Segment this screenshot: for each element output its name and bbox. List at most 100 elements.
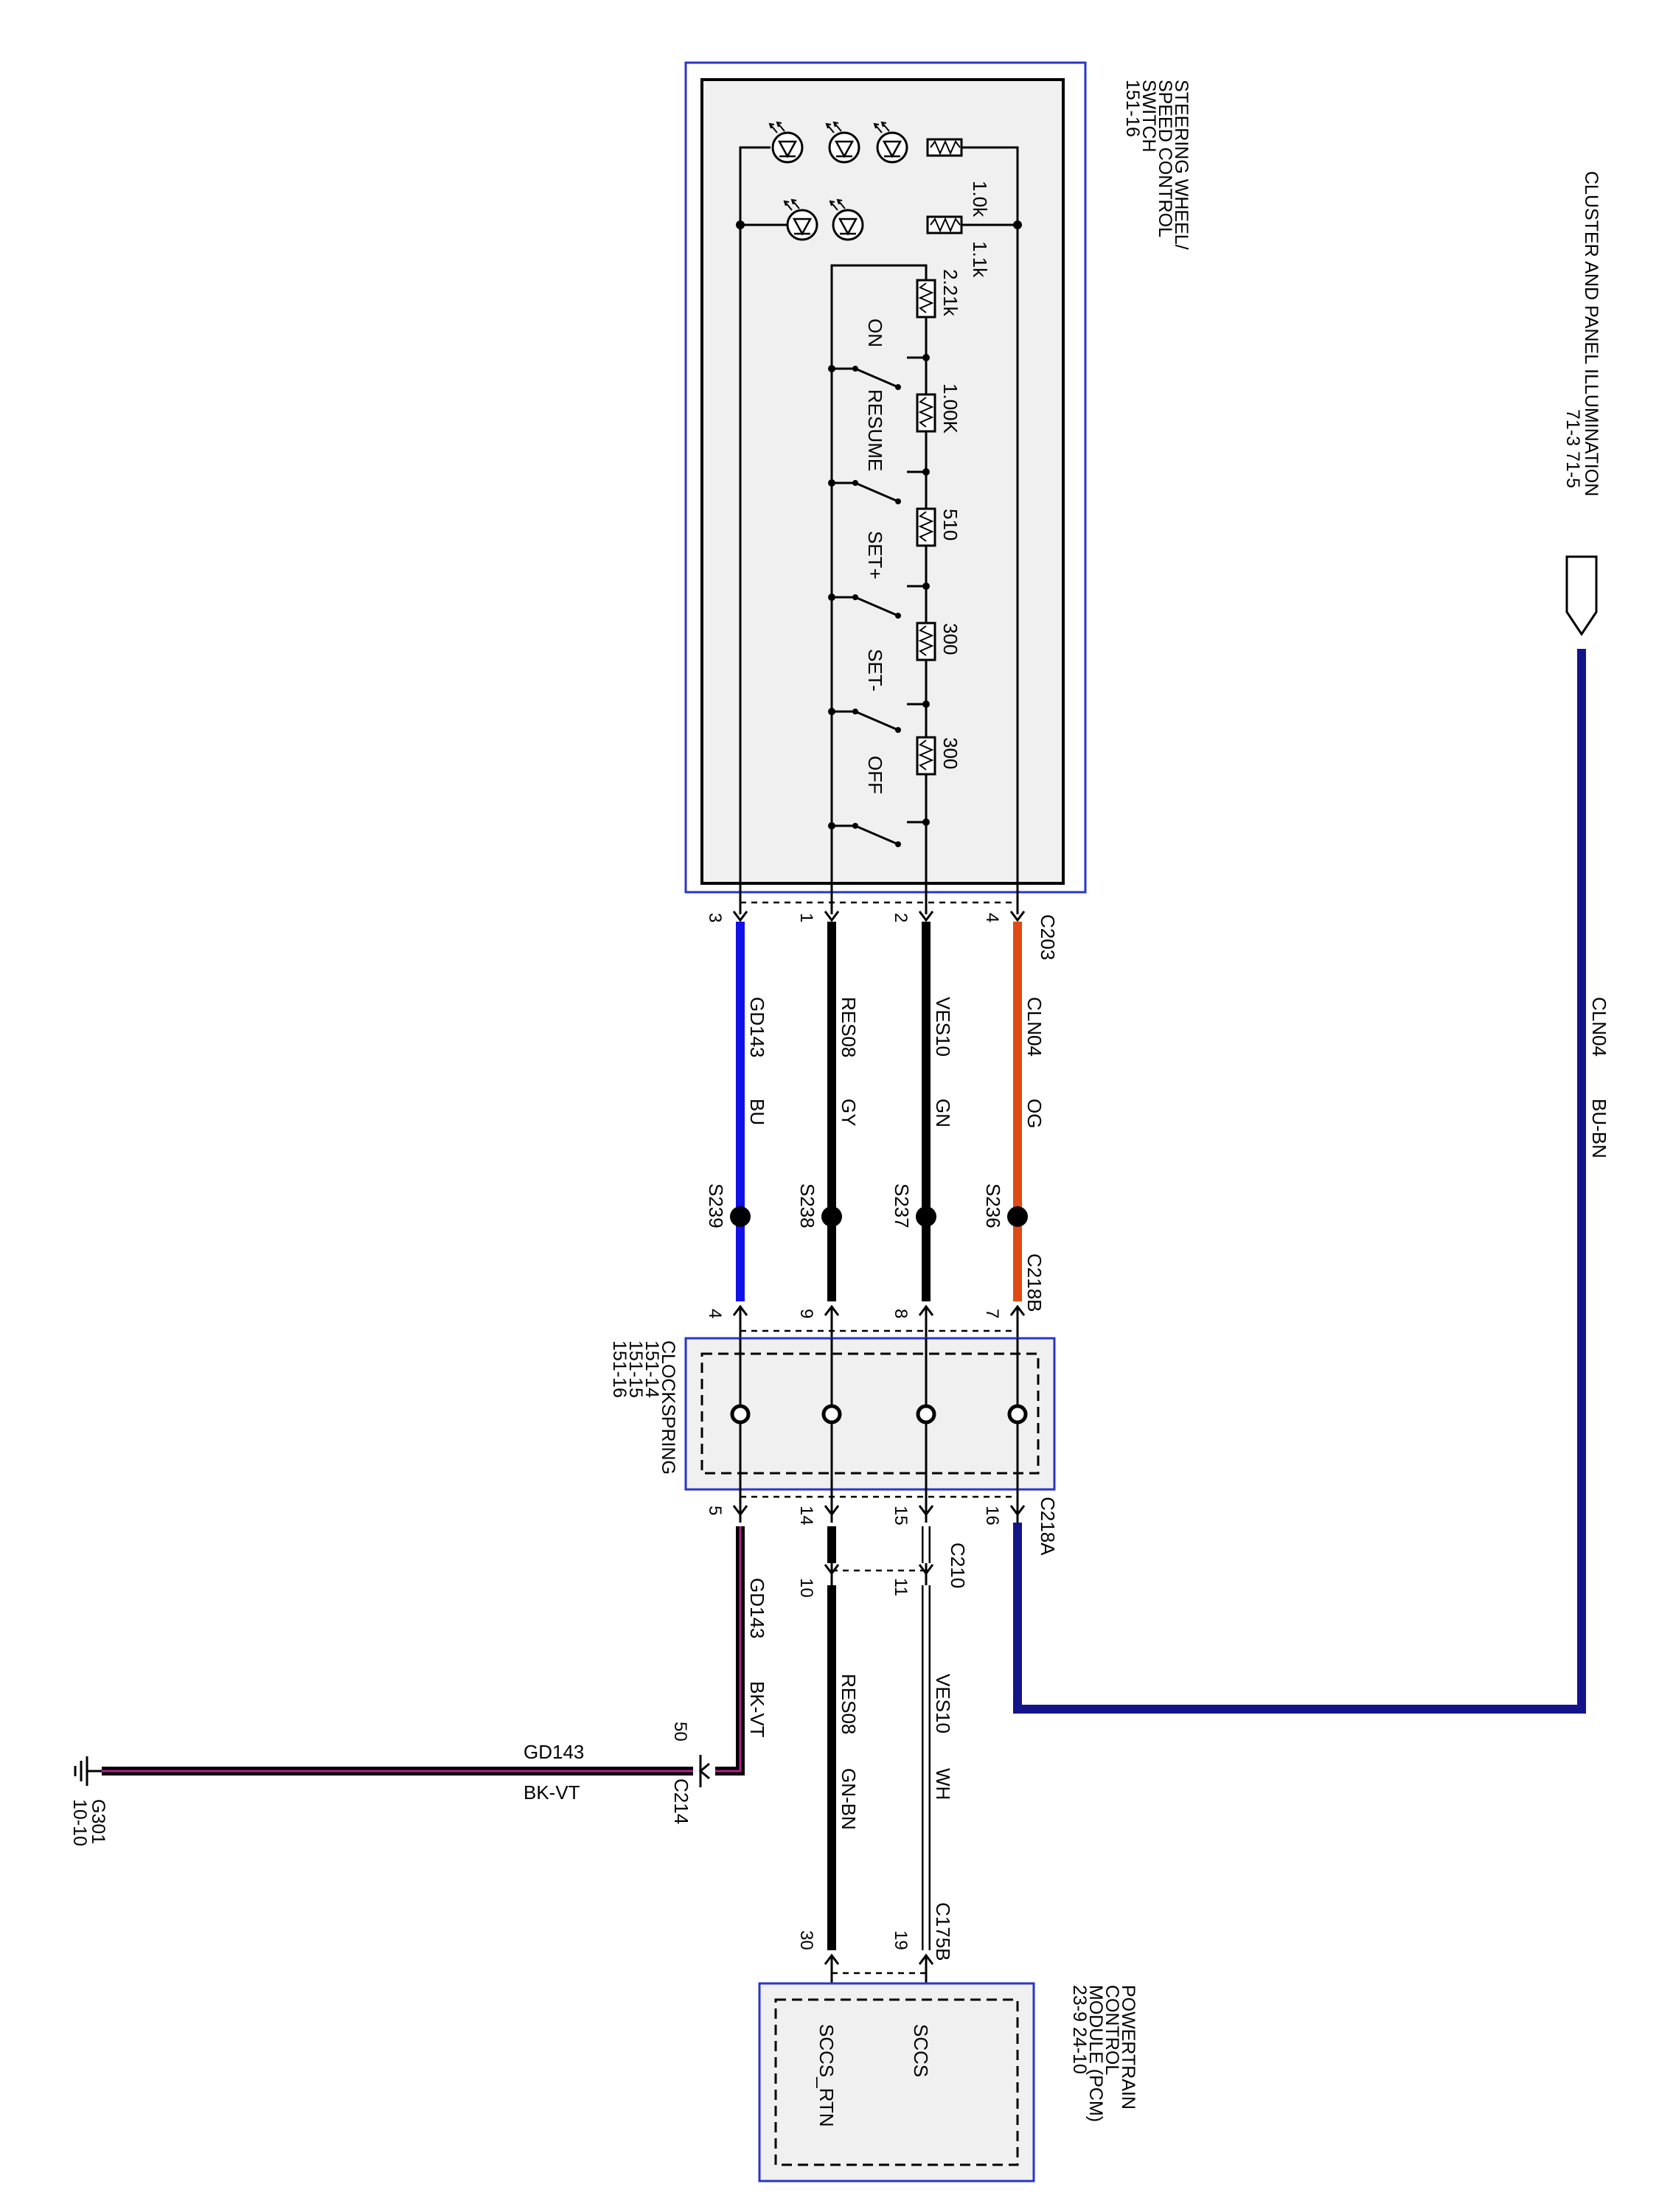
ground-icon	[74, 1756, 102, 1786]
svg-text:VES10: VES10	[932, 997, 954, 1057]
resistor-label-r6: 300	[939, 623, 961, 655]
resistor-r5	[916, 507, 936, 547]
svg-text:151-14: 151-14	[641, 1340, 662, 1398]
ground-title: G301 10-10	[69, 1799, 108, 1846]
svg-text:CLN04: CLN04	[1023, 997, 1046, 1057]
svg-text:S236: S236	[982, 1183, 1004, 1228]
splice-s236	[1007, 1206, 1028, 1227]
connector-label-c214: C214	[670, 1778, 692, 1824]
svg-text:19: 19	[891, 1930, 911, 1950]
svg-text:BK-VT: BK-VT	[746, 1681, 768, 1738]
steering-switch-title: STEERING WHEEL/ SPEED CONTROL SWITCH 151…	[1122, 80, 1192, 250]
switch-label-set-plus: SET+	[864, 531, 886, 580]
wire-label-cln04-circuit: CLN04	[1588, 997, 1610, 1057]
resistor-label-r1: 1.0k	[969, 181, 991, 218]
svg-text:9: 9	[796, 1309, 816, 1318]
svg-text:30: 30	[796, 1930, 816, 1950]
svg-text:RES08: RES08	[838, 1674, 860, 1734]
svg-text:RES08: RES08	[838, 997, 860, 1057]
connector-label-c218b: C218B	[1023, 1253, 1046, 1312]
svg-text:2: 2	[891, 913, 911, 922]
connector-label-c175b: C175B	[932, 1902, 954, 1961]
svg-text:8: 8	[891, 1309, 911, 1318]
svg-text:BU: BU	[746, 1099, 768, 1125]
svg-text:5: 5	[705, 1506, 725, 1515]
connector-c214: 50 C214	[670, 1722, 710, 1824]
svg-text:GD143: GD143	[746, 1578, 768, 1638]
svg-text:S238: S238	[796, 1183, 818, 1228]
svg-text:4: 4	[982, 913, 1002, 922]
svg-text:50: 50	[670, 1722, 690, 1742]
svg-text:G301: G301	[88, 1799, 108, 1844]
clockspring-module	[684, 1337, 1056, 1491]
svg-text:151-16: 151-16	[1122, 80, 1143, 137]
resistor-r3	[916, 279, 936, 319]
svg-text:STEERING WHEEL/: STEERING WHEEL/	[1171, 80, 1192, 250]
svg-text:BK-VT: BK-VT	[524, 1781, 580, 1804]
svg-text:GD143: GD143	[524, 1741, 584, 1763]
svg-text:151-15: 151-15	[625, 1340, 646, 1398]
connector-c210: 10 11 C210	[796, 1543, 969, 1598]
resistor-r7	[916, 736, 936, 776]
pcm-pin-sccs-rtn: SCCS_RTN	[815, 2024, 838, 2127]
splice-s238	[821, 1206, 842, 1227]
svg-text:10-10: 10-10	[69, 1799, 90, 1846]
svg-text:4: 4	[705, 1309, 725, 1318]
connector-label-c218a: C218A	[1037, 1497, 1059, 1556]
switch-label-on: ON	[864, 319, 886, 347]
svg-text:GY: GY	[838, 1099, 860, 1127]
steering-switch-module	[684, 61, 1087, 894]
svg-text:OG: OG	[1023, 1099, 1046, 1128]
connector-label-c203: C203	[1037, 914, 1059, 960]
resistor-label-r7: 300	[939, 737, 961, 769]
lower-wire-labels: RES08 GN-BN VES10 WH	[838, 1674, 954, 1830]
wire-label-cln04-color: BU-BN	[1588, 1099, 1610, 1158]
svg-text:7: 7	[982, 1309, 1002, 1318]
pcm-module: SCCS SCCS_RTN	[758, 1982, 1035, 2183]
connector-c218a: 5 14 15 16 C218A	[705, 1489, 1059, 1556]
resistor-label-r5: 510	[939, 509, 961, 540]
svg-text:SPEED CONTROL: SPEED CONTROL	[1155, 80, 1175, 237]
connector-c175b: 30 19 C175B	[796, 1902, 954, 1983]
splice-s237	[916, 1206, 936, 1227]
resistor-label-r2: 1.1k	[969, 241, 991, 278]
upper-wire-labels: GD143 BU RES08 GY VES10 GN CLN04 OG	[746, 997, 1046, 1128]
svg-text:CONTROL: CONTROL	[1102, 1985, 1122, 2075]
svg-text:10: 10	[796, 1578, 816, 1598]
svg-text:16: 16	[982, 1506, 1002, 1526]
svg-text:SWITCH: SWITCH	[1138, 80, 1159, 153]
cluster-connector-icon	[1565, 555, 1598, 636]
switch-label-resume: RESUME	[864, 389, 886, 471]
resistor-label-r4: 1.00K	[939, 383, 961, 434]
svg-text:CLOCKSPRING: CLOCKSPRING	[658, 1340, 678, 1475]
svg-text:15: 15	[891, 1506, 911, 1526]
svg-text:POWERTRAIN: POWERTRAIN	[1118, 1985, 1138, 2110]
cluster-title: CLUSTER AND PANEL ILLUMINATION 71-3 71-5	[1562, 171, 1601, 496]
svg-text:WH: WH	[932, 1768, 954, 1800]
switch-label-off: OFF	[864, 756, 886, 794]
pcm-pin-sccs: SCCS	[910, 2024, 932, 2077]
connector-label-c210: C210	[947, 1543, 969, 1588]
switch-contact-dots	[736, 220, 1022, 847]
clockspring-title: CLOCKSPRING 151-14 151-15 151-16	[609, 1340, 678, 1475]
pcm-title: POWERTRAIN CONTROL MODULE (PCM) 23-9 24-…	[1069, 1985, 1138, 2122]
switch-internal-circuit	[739, 146, 1019, 914]
wire-gd143-bk-vt	[715, 1526, 745, 1775]
svg-text:71-3 71-5: 71-3 71-5	[1562, 409, 1583, 488]
svg-text:151-16: 151-16	[609, 1340, 630, 1398]
resistors	[916, 138, 963, 776]
svg-text:S239: S239	[705, 1183, 727, 1228]
connector-c218b: 4 9 8 7 C218B	[705, 1253, 1046, 1338]
wire-cln04-bu-bn	[1013, 649, 1586, 1714]
svg-text:GN: GN	[932, 1099, 954, 1127]
connector-c203: 3 1 2 4 C203	[705, 901, 1059, 960]
resistor-label-r3: 2.21k	[939, 269, 961, 317]
svg-text:1: 1	[796, 913, 816, 922]
svg-text:23-9 24-10: 23-9 24-10	[1069, 1985, 1090, 2074]
svg-text:11: 11	[891, 1578, 911, 1596]
svg-text:14: 14	[796, 1506, 816, 1526]
resistor-r4	[916, 393, 936, 433]
resistor-r6	[916, 622, 936, 661]
upper-wires	[736, 922, 1022, 1301]
